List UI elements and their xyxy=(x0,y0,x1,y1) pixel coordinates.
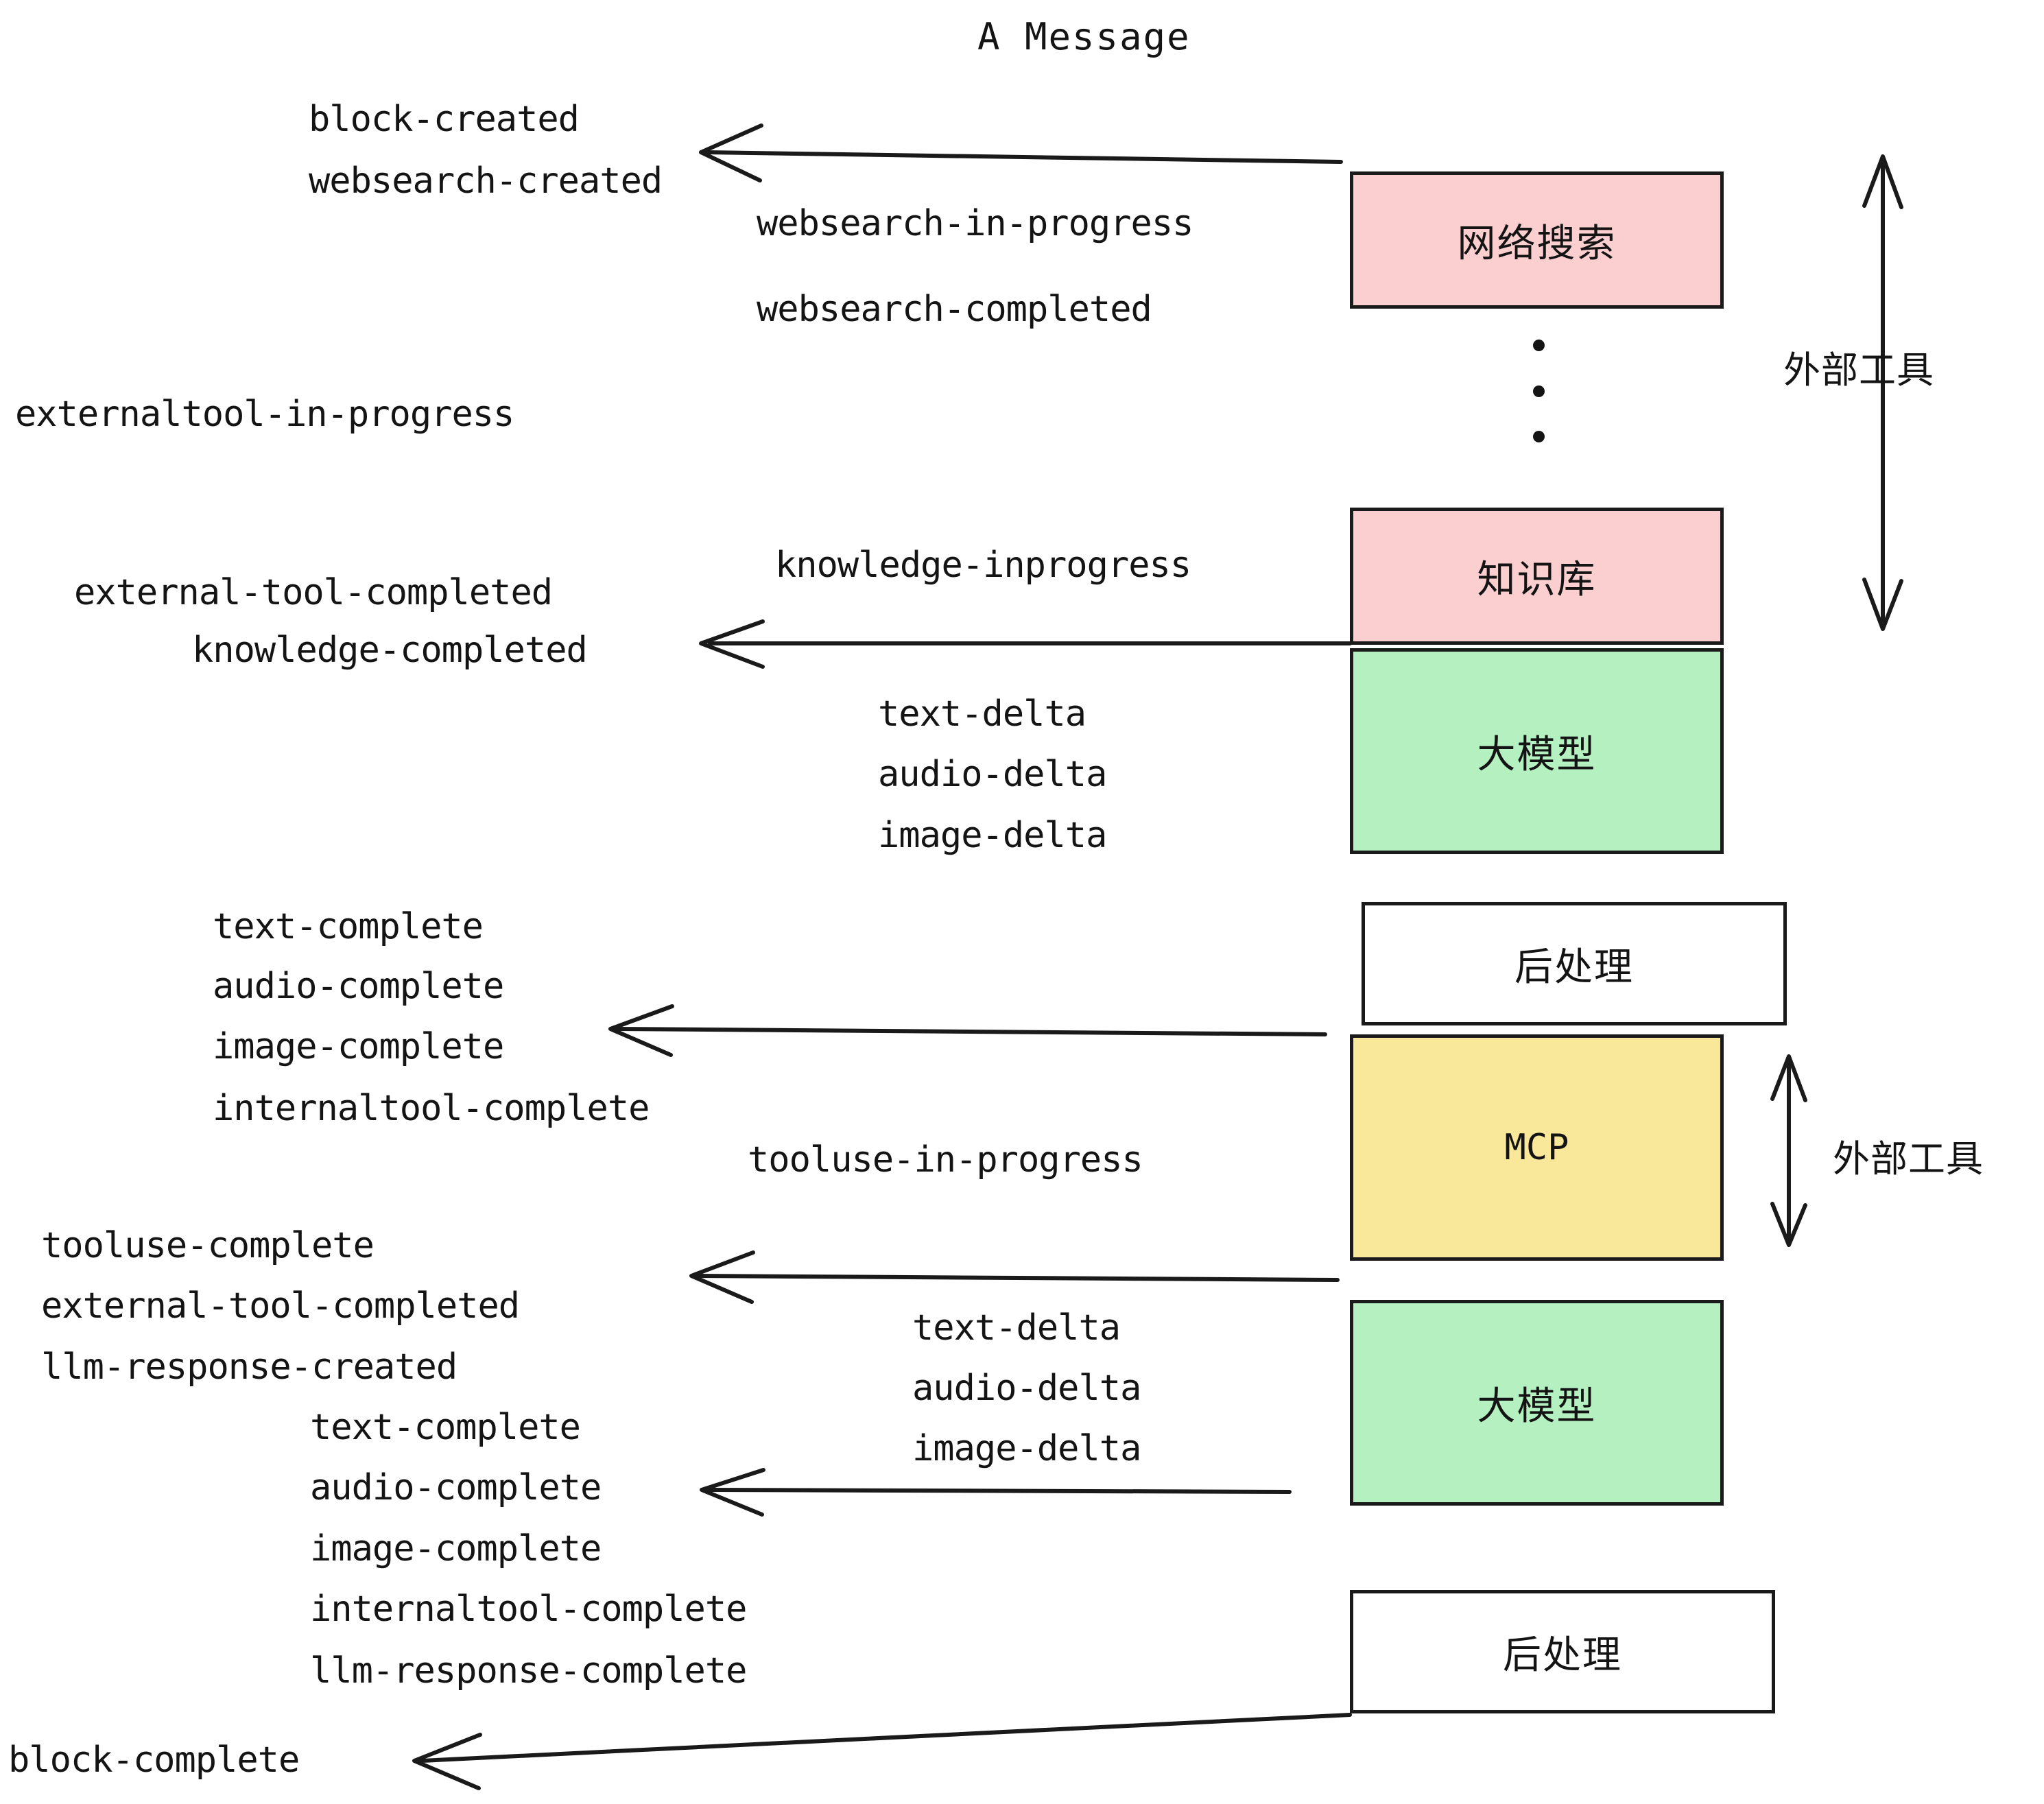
event-llm-response-created: llm-response-created xyxy=(41,1346,457,1388)
node-mcp[interactable]: MCP xyxy=(1350,1034,1724,1261)
arrow-llm-to-audio-complete xyxy=(700,1468,1292,1517)
ellipsis-dot xyxy=(1532,340,1545,351)
external-tools-label-top: 外部工具 xyxy=(1783,348,1934,392)
event-llm-response-complete: llm-response-complete xyxy=(310,1650,747,1692)
node-postprocess-1[interactable]: 后处理 xyxy=(1362,902,1787,1025)
event-tooluse-in-progress: tooluse-in-progress xyxy=(748,1139,1143,1180)
node-websearch-label: 网络搜索 xyxy=(1457,221,1617,266)
event-image-complete-1: image-complete xyxy=(213,1026,504,1067)
node-llm-2-label: 大模型 xyxy=(1477,1384,1597,1429)
external-tools-label-bottom: 外部工具 xyxy=(1833,1137,1984,1180)
node-mcp-label: MCP xyxy=(1504,1127,1569,1168)
diagram-title: A Message xyxy=(977,15,1191,58)
ellipsis-dot xyxy=(1532,431,1545,442)
event-audio-complete-2: audio-complete xyxy=(310,1467,602,1508)
node-knowledge-label: 知识库 xyxy=(1477,557,1597,602)
event-external-tool-completed-2: external-tool-completed xyxy=(41,1285,520,1327)
node-postprocess-2[interactable]: 后处理 xyxy=(1350,1590,1775,1713)
event-audio-complete-1: audio-complete xyxy=(213,966,504,1007)
event-tooluse-complete: tooluse-complete xyxy=(41,1225,375,1266)
event-audio-delta-1: audio-delta xyxy=(878,754,1107,795)
arrow-postprocess-to-block-complete xyxy=(412,1713,1352,1790)
event-audio-delta-2: audio-delta xyxy=(912,1368,1141,1409)
event-block-complete: block-complete xyxy=(8,1740,300,1781)
arrow-websearch-to-block-created xyxy=(699,123,1343,182)
event-knowledge-completed: knowledge-completed xyxy=(192,630,588,671)
node-llm-2[interactable]: 大模型 xyxy=(1350,1300,1724,1506)
event-block-created: block-created xyxy=(309,99,580,140)
event-image-complete-2: image-complete xyxy=(310,1528,602,1569)
event-text-complete-2: text-complete xyxy=(310,1407,581,1448)
event-websearch-created: websearch-created xyxy=(309,161,663,202)
event-websearch-in-progress: websearch-in-progress xyxy=(757,203,1193,244)
event-knowledge-inprogress: knowledge-inprogress xyxy=(775,545,1191,586)
arrow-knowledge-to-knowledge-completed xyxy=(699,619,1352,669)
event-text-delta-2: text-delta xyxy=(912,1307,1121,1349)
event-external-tool-completed-1: external-tool-completed xyxy=(74,572,553,613)
node-postprocess-1-label: 后处理 xyxy=(1514,945,1634,990)
event-text-delta-1: text-delta xyxy=(878,693,1086,735)
node-postprocess-2-label: 后处理 xyxy=(1503,1633,1622,1678)
event-websearch-completed: websearch-completed xyxy=(757,289,1152,330)
vertical-ellipsis xyxy=(1532,340,1545,442)
event-internaltool-complete-2: internaltool-complete xyxy=(310,1589,747,1630)
node-websearch[interactable]: 网络搜索 xyxy=(1350,171,1724,309)
external-tools-bottom-arrow xyxy=(1770,1054,1807,1247)
node-llm-1[interactable]: 大模型 xyxy=(1350,648,1724,854)
ellipsis-dot xyxy=(1532,385,1545,397)
arrow-mcp-to-tooluse-complete xyxy=(689,1250,1340,1304)
event-externaltool-in-progress: externaltool-in-progress xyxy=(15,394,514,435)
arrow-postprocess-to-image-complete xyxy=(608,1004,1327,1057)
node-llm-1-label: 大模型 xyxy=(1477,732,1597,777)
event-text-complete-1: text-complete xyxy=(213,906,484,947)
event-image-delta-2: image-delta xyxy=(912,1428,1141,1469)
event-internaltool-complete-1: internaltool-complete xyxy=(213,1088,650,1129)
event-image-delta-1: image-delta xyxy=(878,815,1107,856)
node-knowledge[interactable]: 知识库 xyxy=(1350,508,1724,645)
